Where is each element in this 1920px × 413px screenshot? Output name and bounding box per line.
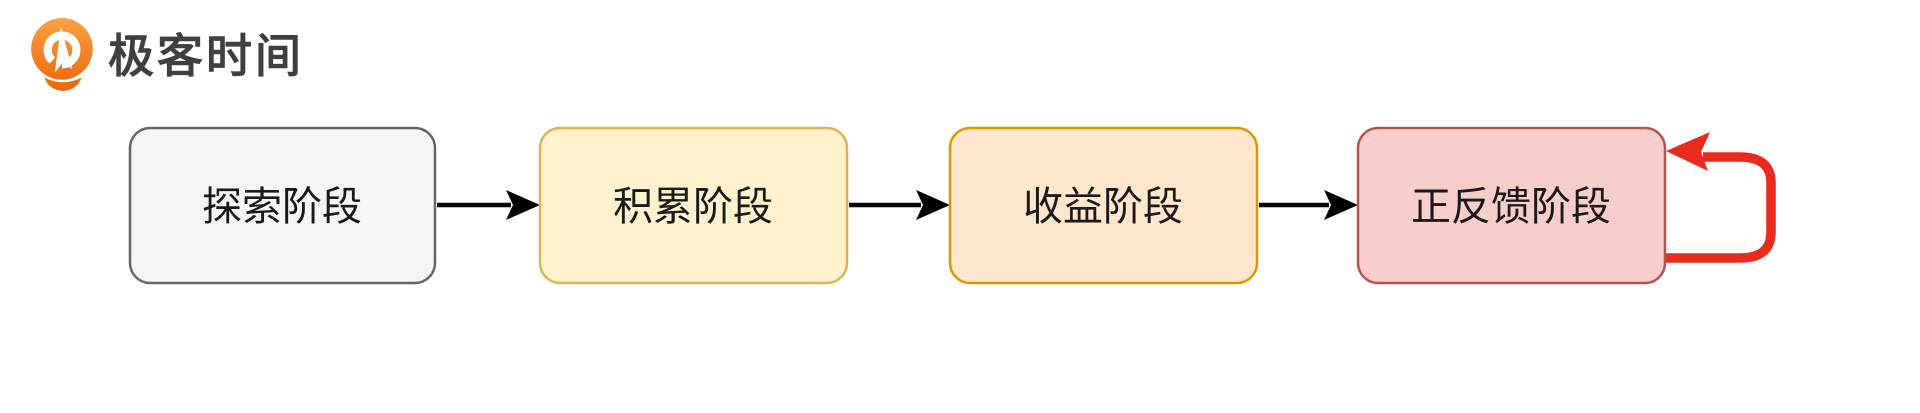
- connector-arrow-3: [1259, 190, 1358, 220]
- arrowhead-icon: [506, 190, 540, 220]
- connector-arrow-1: [437, 190, 540, 220]
- arrowhead-icon: [1324, 190, 1358, 220]
- self-loop-arrow: [1663, 132, 1776, 263]
- connector-arrow-2: [849, 190, 950, 220]
- geektime-logo: 极客时间: [30, 18, 304, 92]
- stage-label-3: 收益阶段: [1023, 185, 1183, 229]
- loop-arrowhead-icon: [1666, 132, 1710, 171]
- geektime-logo-icon: [31, 18, 93, 91]
- stage-box-1: 探索阶段: [128, 126, 437, 285]
- stage-label-2: 积累阶段: [613, 185, 773, 229]
- stage-label-1: 探索阶段: [202, 185, 362, 229]
- logo-needle: [54, 26, 73, 73]
- logo-pin-crescent: [44, 77, 82, 91]
- geektime-logo-text: 极客时间: [108, 30, 304, 82]
- stage-box-3: 收益阶段: [948, 126, 1259, 285]
- stage-label-4: 正反馈阶段: [1411, 185, 1611, 229]
- arrowhead-icon: [916, 190, 950, 220]
- stage-box-2: 积累阶段: [538, 126, 849, 285]
- stage-box-4: 正反馈阶段: [1356, 126, 1667, 285]
